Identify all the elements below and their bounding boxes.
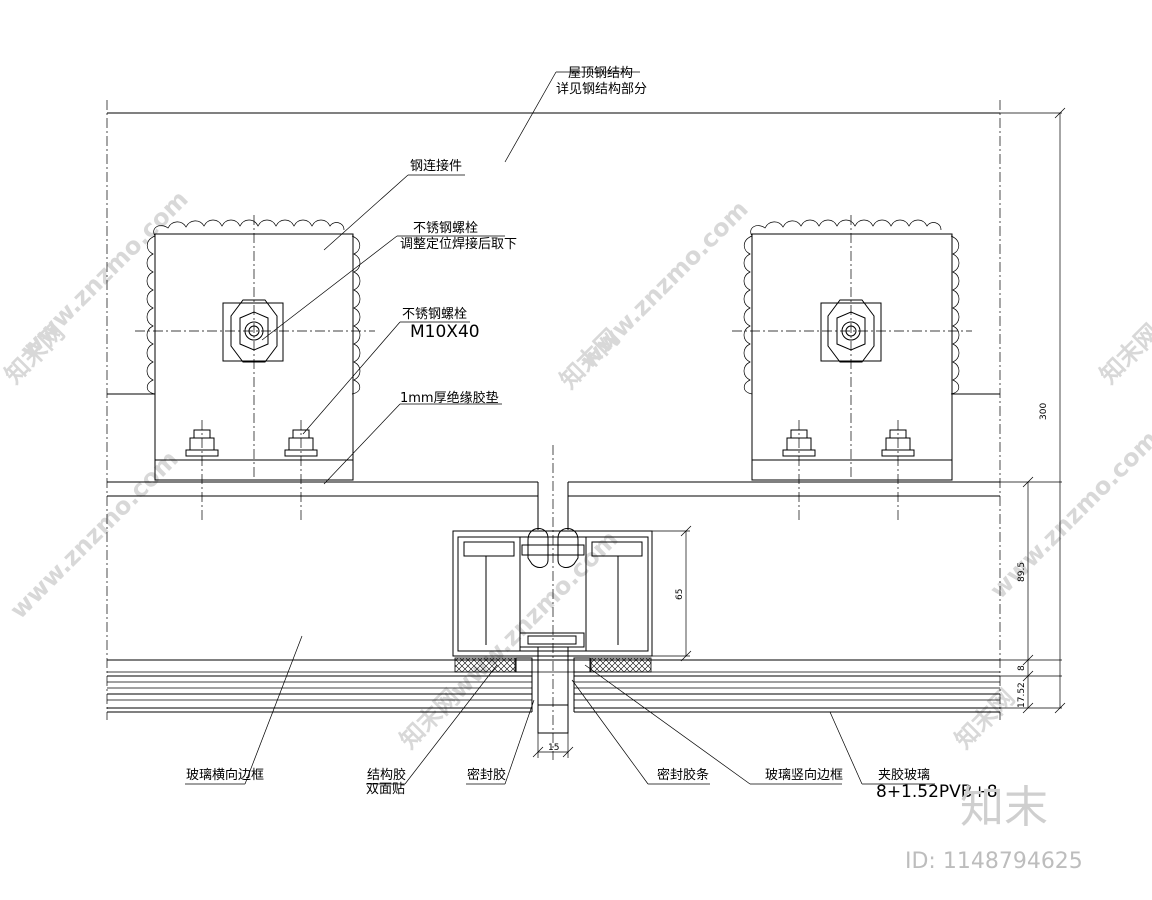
mullion-profile	[452, 528, 653, 734]
dim-mullion-65: 65	[675, 589, 685, 600]
bolt-left-2	[284, 420, 318, 520]
steel-connector-right	[732, 215, 972, 520]
label-bolt-size: M10X40	[410, 322, 480, 342]
label-ss-bolt-adjust: 不锈钢螺栓	[413, 221, 478, 236]
watermark-site-5: www.znzmo.com	[984, 425, 1152, 604]
watermark-site-3: www.znzmo.com	[4, 445, 183, 624]
label-laminated-glass: 夹胶玻璃	[878, 767, 930, 783]
bolt-right-1	[782, 420, 816, 520]
leader-lines	[185, 71, 935, 785]
label-roof-steel-ref: 详见钢结构部分	[556, 82, 647, 97]
id-stamp: ID: 1148794625	[905, 849, 1083, 874]
label-sealant: 密封胶	[467, 767, 506, 783]
label-double-tape: 双面贴	[366, 782, 405, 797]
watermark-cn-2: 知末网	[554, 324, 625, 395]
label-insulation-pad: 1mm厚绝缘胶垫	[400, 390, 499, 406]
watermark-site-4: www.znzmo.com	[444, 525, 623, 704]
dim-89-5: 89.5	[1017, 562, 1027, 582]
watermark-layer: www.znzmo.com www.znzmo.com www.znzmo.co…	[0, 185, 1152, 754]
bolt-left-1	[185, 420, 219, 520]
dim-17-52: 17.52	[1017, 682, 1027, 708]
dim-mullion-width-15: 15	[548, 743, 559, 753]
label-ss-bolt-adjust-note: 调整定位焊接后取下	[400, 236, 517, 252]
label-seal-strip: 密封胶条	[657, 767, 709, 783]
dim-total-height: 300	[1039, 403, 1049, 420]
base-plate	[107, 445, 1000, 760]
label-glass-v-frame: 玻璃竖向边框	[765, 767, 843, 783]
dim-8: 8	[1017, 665, 1027, 671]
dimension-lines	[532, 107, 1066, 758]
label-ss-bolt: 不锈钢螺栓	[402, 307, 467, 322]
bolt-right-2	[881, 420, 915, 520]
roof-steel-beam	[106, 100, 1001, 720]
label-glass-spec: 8+1.52PVB+8	[876, 782, 998, 802]
label-structural-glue: 结构胶	[367, 767, 406, 783]
label-roof-steel: 屋顶钢结构	[568, 66, 633, 81]
laminated-glass	[107, 659, 1000, 713]
brand-logo-text: 知末	[960, 782, 1048, 833]
label-steel-connector: 钢连接件	[410, 158, 462, 174]
label-glass-h-frame: 玻璃横向边框	[186, 767, 264, 783]
steel-connector-left	[135, 215, 375, 520]
watermark-cn-3: 知末网	[1094, 319, 1152, 390]
